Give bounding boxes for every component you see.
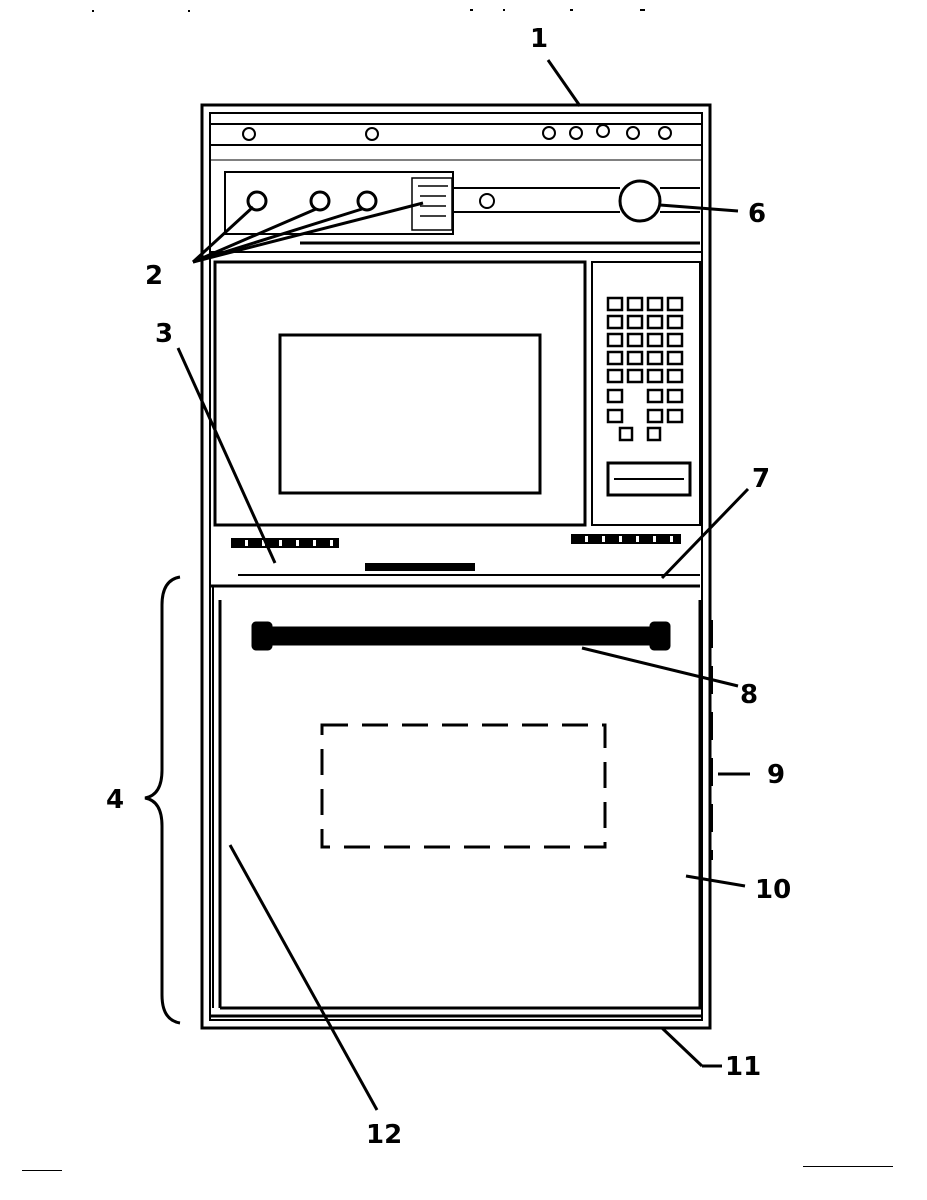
inner-frame	[209, 112, 703, 1021]
keypad-button	[646, 296, 664, 312]
callout-1: 1	[530, 24, 548, 54]
trim-knob-icon	[569, 126, 583, 140]
upper-door	[213, 260, 587, 527]
vent-strip	[231, 534, 681, 548]
keypad-button	[646, 368, 664, 384]
keypad-button	[606, 350, 624, 366]
keypad-button	[646, 350, 664, 366]
keypad-button	[666, 388, 684, 404]
trim-knob-icon	[626, 126, 640, 140]
keypad-button	[618, 426, 634, 442]
keypad-button	[626, 368, 644, 384]
keypad-button	[626, 350, 644, 366]
callout-9: 9	[767, 760, 785, 790]
leader-lines	[176, 59, 750, 1111]
upper-oven	[213, 260, 702, 527]
leader-6	[659, 203, 739, 213]
control-knob-icon	[356, 190, 378, 212]
oven-divider	[210, 563, 700, 588]
keypad-button	[606, 368, 624, 384]
keypad-button	[666, 296, 684, 312]
trim-knob-icon	[596, 124, 610, 138]
control-knob-icon	[479, 193, 495, 209]
oven-cabinet	[200, 103, 712, 1030]
outer-frame	[200, 103, 712, 1030]
main-dial-icon	[618, 179, 662, 223]
leader-3	[176, 347, 277, 564]
trim-knob-icon	[658, 126, 672, 140]
keypad-button	[626, 314, 644, 330]
keypad-button	[606, 314, 624, 330]
knob-panel	[224, 171, 454, 235]
leader-2a	[191, 205, 255, 264]
keypad-button	[666, 332, 684, 348]
callout-12: 12	[366, 1120, 402, 1150]
callout-11: 11	[725, 1052, 761, 1082]
callout-7: 7	[752, 464, 770, 494]
lower-oven-bracket	[144, 575, 181, 1025]
vent-slots-left	[231, 538, 339, 548]
keypad-button	[666, 408, 684, 424]
control-knob-icon	[246, 190, 268, 212]
callout-10: 10	[755, 875, 791, 905]
trim-knob-icon	[242, 127, 256, 141]
keypad-button	[646, 408, 664, 424]
leader-1	[546, 59, 582, 107]
leader-2b	[192, 207, 317, 264]
keypad-button	[666, 368, 684, 384]
keypad-button	[666, 314, 684, 330]
callout-2: 2	[145, 261, 163, 291]
callout-numbers: 1 2 3 4 6 7 8 9 10 11 12	[106, 24, 791, 1150]
callout-3: 3	[155, 319, 173, 349]
leader-2c	[192, 207, 363, 264]
leader-8	[581, 646, 739, 688]
keypad-button	[646, 314, 664, 330]
callout-8: 8	[740, 680, 758, 710]
control-knob-icon	[309, 190, 331, 212]
leader-10	[685, 874, 746, 888]
trim-knob-icon	[365, 127, 379, 141]
top-trim-strip	[210, 123, 702, 161]
control-panel	[210, 171, 702, 253]
lower-oven	[210, 586, 713, 1018]
upper-door-window	[278, 333, 542, 495]
center-vent	[365, 563, 475, 571]
keypad-button	[646, 426, 662, 442]
lower-door-window	[320, 723, 607, 849]
keypad-button	[626, 332, 644, 348]
leader-2d	[192, 201, 424, 264]
leader-12	[228, 844, 379, 1111]
keypad-button	[606, 332, 624, 348]
vent-slots-right	[571, 534, 681, 544]
keypad-button	[646, 332, 664, 348]
scan-specks	[22, 9, 893, 1171]
door-handle	[251, 621, 671, 651]
selector-switch	[411, 177, 453, 231]
keypad	[606, 296, 684, 442]
keypad-button	[606, 408, 624, 424]
callout-6: 6	[748, 199, 766, 229]
keypad-button	[646, 388, 664, 404]
leader-7	[660, 487, 750, 580]
leader-11	[660, 1026, 704, 1068]
keypad-button	[606, 388, 624, 404]
keypad-button	[626, 296, 644, 312]
callout-4: 4	[106, 785, 124, 815]
keypad-button	[666, 350, 684, 366]
keypad-button	[606, 296, 624, 312]
trim-knob-icon	[542, 126, 556, 140]
keypad-display	[606, 461, 692, 497]
